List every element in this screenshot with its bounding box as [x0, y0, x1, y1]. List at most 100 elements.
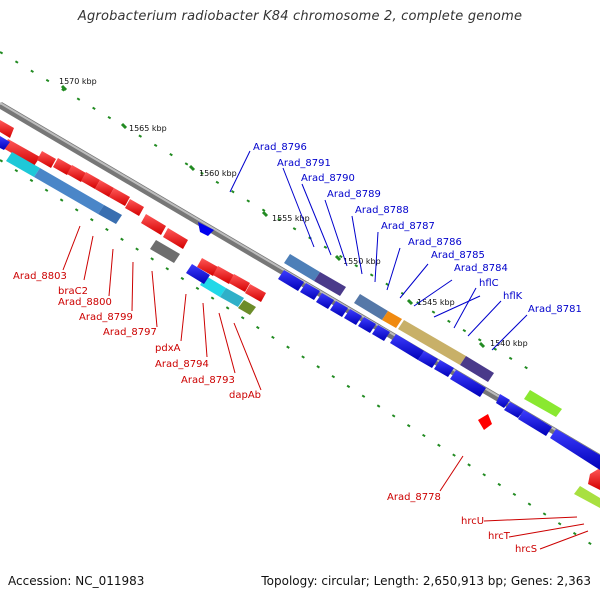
gene-feature	[496, 394, 510, 408]
gene-label-reverse: Arad_8789	[327, 189, 381, 200]
tick-mark	[334, 254, 342, 262]
gene-feature	[344, 309, 362, 325]
gene-feature	[220, 288, 244, 307]
tick-mark	[60, 84, 68, 92]
gene-feature	[229, 274, 250, 292]
gene-label-reverse: Arad_8791	[277, 158, 331, 169]
gene-feature	[460, 356, 494, 382]
gene-feature	[245, 284, 266, 302]
tick-label: 1560 kbp	[199, 169, 237, 178]
gene-feature	[238, 300, 256, 315]
tick-label: 1565 kbp	[129, 124, 167, 133]
gene-feature	[125, 199, 144, 216]
gene-label-forward: Arad_8799	[79, 312, 133, 323]
gene-label-reverse: Arad_8796	[253, 142, 307, 153]
gene-feature	[141, 214, 166, 235]
gene-label-reverse: hflK	[503, 291, 523, 302]
map-title: Agrobacterium radiobacter K84 chromosome…	[77, 9, 523, 24]
gene-feature	[163, 228, 188, 249]
gene-feature	[450, 370, 486, 397]
gene-label-forward: Arad_8778	[387, 492, 441, 503]
gene-feature	[278, 270, 304, 291]
tick-label: 1540 kbp	[490, 339, 528, 348]
gene-label-reverse: Arad_8788	[355, 205, 409, 216]
reverse-leader-lines	[229, 150, 528, 351]
tick-label: 1550 kbp	[343, 257, 381, 266]
gene-feature	[358, 317, 376, 333]
gene-label-forward: Arad_8800	[58, 297, 112, 308]
gene-feature	[34, 168, 104, 214]
gene-feature	[574, 486, 600, 508]
gene-label-forward: hrcS	[515, 544, 537, 555]
feature-blocks	[6, 152, 600, 508]
gene-feature	[98, 205, 122, 224]
gene-feature	[37, 151, 56, 168]
tick-label: 1570 kbp	[59, 77, 97, 86]
gene-label-forward: pdxA	[155, 343, 181, 354]
gene-feature	[588, 468, 600, 490]
gene-feature	[95, 180, 114, 197]
reverse-genes	[0, 136, 600, 470]
gene-feature	[150, 240, 180, 263]
gene-feature	[524, 390, 562, 417]
gene-feature	[197, 258, 218, 276]
gene-feature	[550, 429, 600, 470]
tick-label: 1555 kbp	[272, 214, 310, 223]
gene-label-reverse: Arad_8787	[381, 221, 435, 232]
tick-marks	[60, 84, 486, 349]
gene-label-forward: Arad_8794	[155, 359, 209, 370]
gene-feature	[314, 272, 346, 296]
gene-feature	[53, 158, 72, 175]
tick-mark	[478, 341, 486, 349]
gene-label-forward: hrcU	[461, 516, 484, 527]
gene-feature	[354, 294, 388, 320]
tick-mark	[261, 210, 269, 218]
gene-feature	[109, 188, 130, 206]
gene-feature	[186, 264, 210, 284]
gene-feature	[390, 334, 424, 360]
tick-label: 1545 kbp	[417, 298, 455, 307]
gene-feature	[398, 320, 466, 365]
gene-label-reverse: Arad_8785	[431, 250, 485, 261]
gene-feature	[316, 293, 334, 309]
gene-feature	[284, 254, 320, 281]
tick-mark	[188, 164, 196, 172]
gene-label-forward: Arad_8803	[13, 271, 67, 282]
gene-feature	[300, 283, 320, 300]
gene-feature	[478, 414, 492, 430]
gene-feature	[372, 325, 390, 341]
gene-feature	[213, 266, 234, 284]
gene-feature	[67, 165, 86, 182]
tick-track-outer	[0, 51, 600, 551]
accession-text: Accession: NC_011983	[8, 574, 145, 588]
gene-feature	[382, 311, 402, 328]
gene-label-forward: dapAb	[229, 390, 261, 401]
gene-label-forward: Arad_8797	[103, 327, 157, 338]
tick-mark	[406, 298, 414, 306]
gene-feature	[330, 301, 348, 317]
gene-label-reverse: Arad_8781	[528, 304, 582, 315]
gene-feature	[0, 136, 10, 150]
forward-leader-lines	[62, 225, 589, 550]
gene-label-reverse: hflC	[479, 278, 499, 289]
gene-feature	[418, 351, 438, 368]
gene-label-forward: braC2	[58, 286, 88, 297]
topology-text: Topology: circular; Length: 2,650,913 bp…	[261, 574, 591, 588]
tick-mark	[120, 122, 128, 130]
gene-label-reverse: Arad_8784	[454, 263, 508, 274]
gene-feature	[0, 120, 14, 138]
gene-label-forward: hrcT	[488, 531, 511, 542]
gene-feature	[518, 410, 552, 436]
gene-feature	[198, 222, 214, 236]
gene-label-reverse: Arad_8786	[408, 237, 462, 248]
gene-feature	[3, 139, 40, 166]
gene-feature	[200, 276, 226, 297]
gene-feature	[504, 402, 524, 418]
gene-feature	[6, 152, 40, 177]
forward-genes	[0, 120, 600, 490]
gene-label-reverse: Arad_8790	[301, 173, 355, 184]
gene-feature	[81, 172, 100, 189]
gene-label-forward: Arad_8793	[181, 375, 235, 386]
